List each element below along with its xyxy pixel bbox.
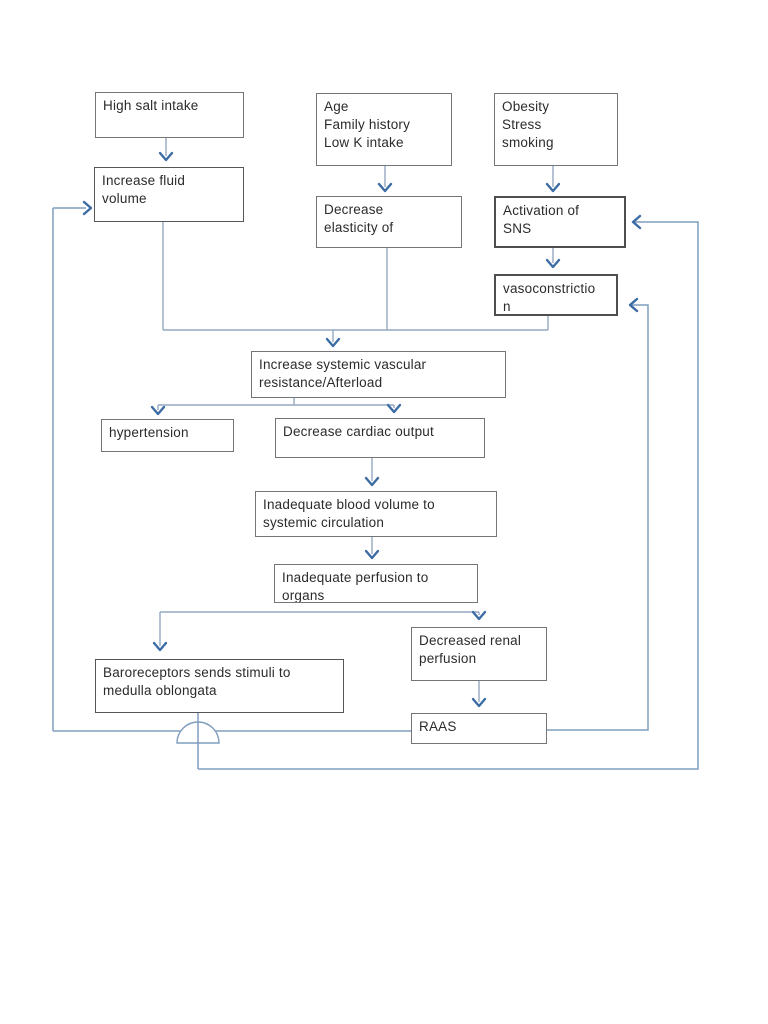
arrowhead-down-icon [152, 641, 168, 652]
arrowhead-down-icon [471, 610, 487, 621]
node-increase-fluid-volume: Increase fluid volume [94, 167, 244, 222]
node-lifestyle-factors: Obesity Stress smoking [494, 93, 618, 166]
arrowhead-left-icon [631, 214, 642, 230]
node-vasoconstriction: vasoconstrictio n [494, 274, 618, 316]
node-risk-factors: Age Family history Low K intake [316, 93, 452, 166]
node-baroreceptors: Baroreceptors sends stimuli to medulla o… [95, 659, 344, 713]
node-activation-sns: Activation of SNS [494, 196, 626, 248]
arrowhead-left-icon [628, 297, 639, 313]
node-inadequate-perfusion-organs: Inadequate perfusion to organs [274, 564, 478, 603]
arrowhead-down-icon [386, 403, 402, 414]
arrowhead-down-icon [377, 182, 393, 193]
feedback-line-raas-to-vasoconstriction [547, 304, 649, 731]
node-increase-systemic-vascular-resistance: Increase systemic vascular resistance/Af… [251, 351, 506, 398]
arrowhead-down-icon [364, 549, 380, 560]
node-decrease-cardiac-output: Decrease cardiac output [275, 418, 485, 458]
arrowhead-down-icon [325, 337, 341, 348]
feedback-line-baroreceptors-to-sns [198, 221, 699, 770]
arrowhead-down-icon [150, 405, 166, 416]
arrowhead-down-icon [158, 151, 174, 162]
node-high-salt-intake: High salt intake [95, 92, 244, 138]
node-inadequate-blood-volume: Inadequate blood volume to systemic circ… [255, 491, 497, 537]
arrowhead-down-icon [545, 182, 561, 193]
node-raas: RAAS [411, 713, 547, 744]
node-hypertension: hypertension [101, 419, 234, 452]
node-decrease-elasticity: Decrease elasticity of . [316, 196, 462, 248]
node-decreased-renal-perfusion: Decreased renal perfusion [411, 627, 547, 681]
arrowhead-right-icon [82, 200, 93, 216]
arrowhead-down-icon [471, 697, 487, 708]
arrowhead-down-icon [545, 258, 561, 269]
arrowhead-down-icon [364, 476, 380, 487]
